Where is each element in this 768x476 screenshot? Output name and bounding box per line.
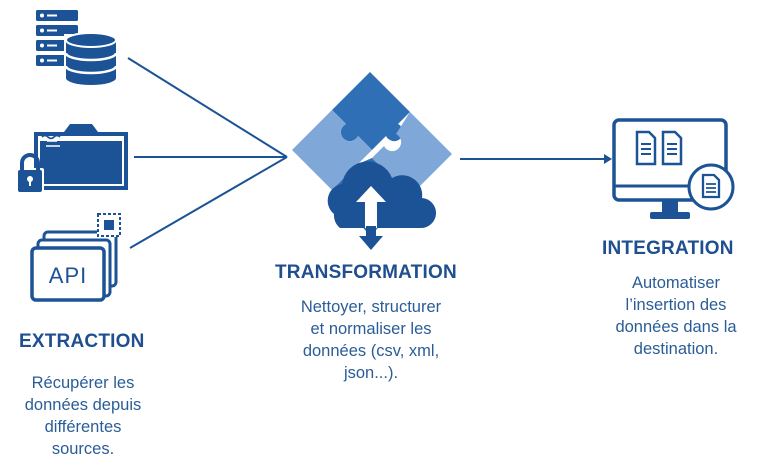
cloud-upload-download-icon (327, 161, 437, 250)
extraction-line: Récupérer les (31, 374, 135, 392)
transformation-line: Nettoyer, structurer (300, 298, 442, 316)
connector-api (129, 156, 288, 249)
integration-title: INTEGRATION (602, 238, 734, 259)
transformation-line: données (csv, xml, (302, 342, 440, 360)
arrow-head-icon (604, 154, 612, 164)
integration-line: Automatiser (631, 274, 721, 292)
locked-folder-icon (16, 124, 128, 192)
api-icon-label: API (49, 263, 87, 288)
connector-server (127, 57, 288, 158)
integration-line: l’insertion des (625, 296, 727, 314)
monitor-documents-icon (612, 118, 735, 219)
integration-line: données dans la (615, 318, 737, 336)
transformation-description: Nettoyer, structurer et normaliser les d… (276, 296, 466, 384)
transformation-title: TRANSFORMATION (275, 262, 457, 283)
integration-line: destination. (633, 340, 719, 358)
extraction-line: sources. (51, 440, 115, 458)
api-icon (30, 213, 121, 302)
integration-description: Automatiser l’insertion des données dans… (596, 272, 756, 360)
extraction-line: différentes (44, 418, 122, 436)
transformation-line: et normaliser les (310, 320, 432, 338)
extraction-title: EXTRACTION (19, 331, 145, 352)
extraction-description: Récupérer les données depuis différentes… (8, 372, 158, 460)
database-server-icon (36, 10, 118, 85)
connector-lines (127, 57, 604, 249)
transformation-line: json...). (343, 364, 399, 382)
extraction-line: données depuis (24, 396, 142, 414)
